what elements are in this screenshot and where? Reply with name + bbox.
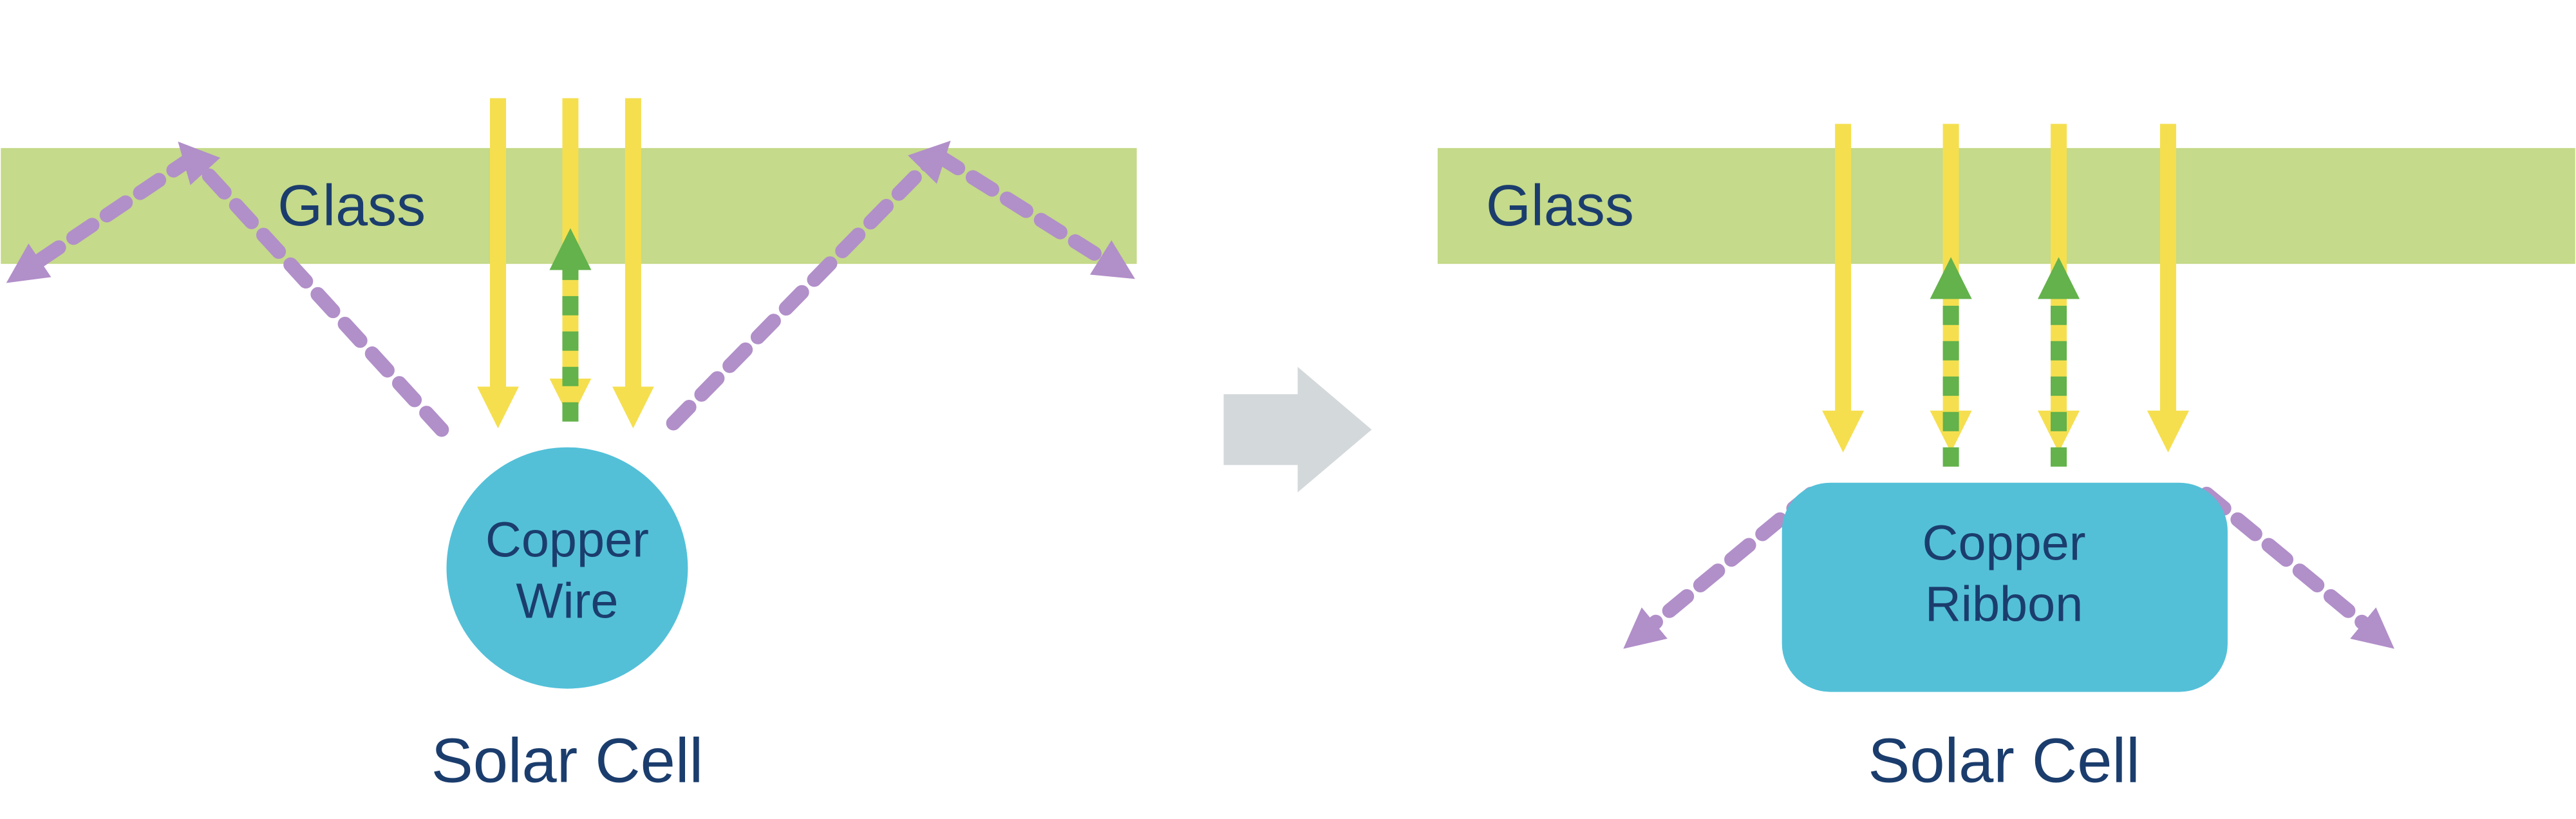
conductor-label-line1: Copper [485,513,649,568]
conductor-label-line2: Ribbon [1925,577,2083,632]
scattered-light-arrow [666,140,951,431]
conductor-label-line2: Wire [516,574,618,629]
scattered-light-arrow [931,149,1135,279]
transform-arrow-icon [1223,366,1372,493]
scattered-light-arrow [6,150,200,283]
scattered-light-arrow [1623,486,1818,649]
solar-cell-label: Solar Cell [1868,726,2139,796]
panel-after: Glass Copper Ribbon Solar Cell [1437,124,2575,796]
scattered-light-arrow [178,141,449,437]
copper-wire-shape [446,447,688,689]
scattered-light-arrow [2199,486,2394,649]
glass-label: Glass [277,174,426,238]
glass-layer [1437,147,2575,264]
glass-label: Glass [1486,174,1634,238]
solar-cell-label: Solar Cell [431,726,703,796]
conductor-label-line1: Copper [1923,516,2086,571]
panel-before: Glass Copper Wire Solar Cell [1,98,1137,796]
copper-ribbon-shape [1782,482,2228,692]
